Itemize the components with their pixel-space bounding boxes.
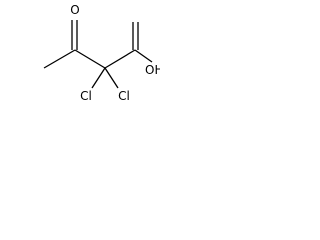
bond-central-chlorine-right xyxy=(104,67,119,89)
chemical-structure: O OH Cl Cl xyxy=(43,3,160,103)
bond-methyl-carbonyl xyxy=(43,49,76,69)
chlorine-right-label: Cl xyxy=(118,89,130,103)
hydroxyl-label: OH xyxy=(145,63,160,77)
ketone-oxygen-label: O xyxy=(70,3,79,17)
bond-central-chlorine-left xyxy=(91,67,106,89)
bond-carboxyl-hydroxyl xyxy=(134,49,153,63)
atom-labels: O OH Cl Cl xyxy=(70,3,160,103)
chlorine-left-label: Cl xyxy=(80,89,92,103)
bonds xyxy=(43,20,153,89)
bond-central-carboxyl xyxy=(104,49,136,69)
bond-carbonyl-central xyxy=(74,49,106,69)
